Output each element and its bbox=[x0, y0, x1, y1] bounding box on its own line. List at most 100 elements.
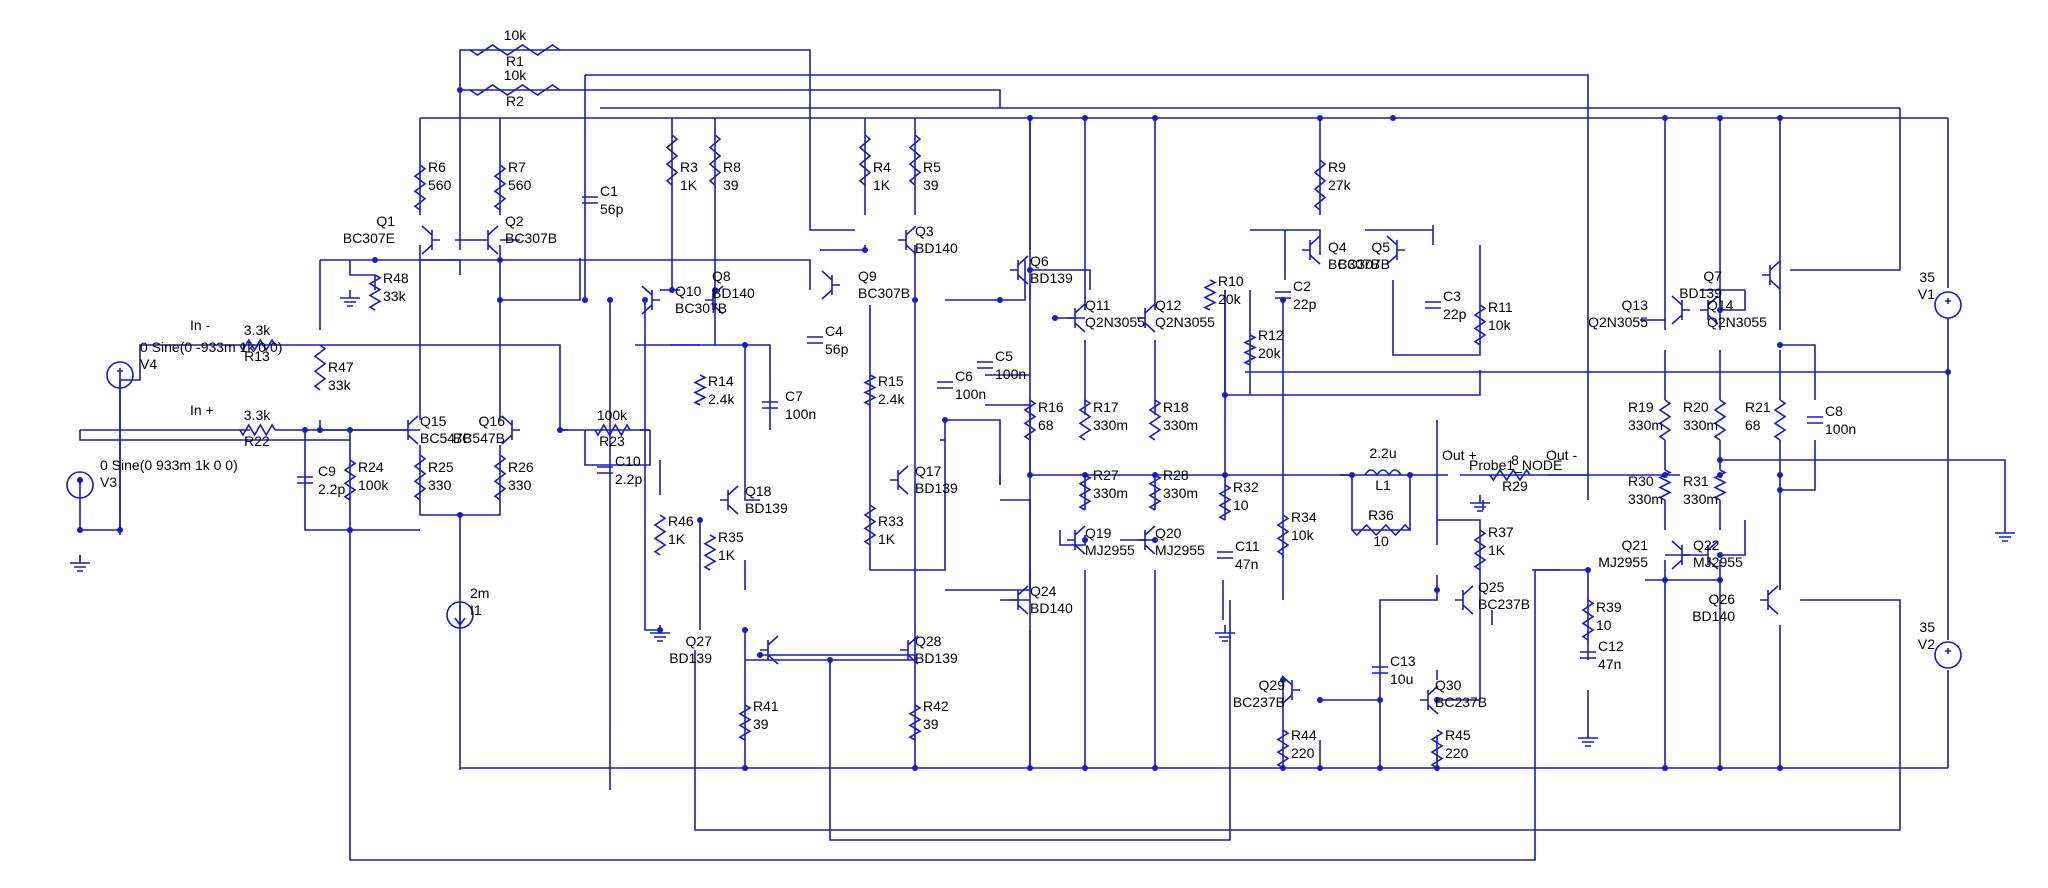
q3-name: Q3 bbox=[915, 223, 934, 239]
junction-dot bbox=[1777, 472, 1783, 478]
r20-name: R20 bbox=[1683, 399, 1709, 415]
wire bbox=[869, 305, 946, 571]
junction-dot bbox=[317, 427, 323, 433]
junction-dot bbox=[1280, 677, 1286, 683]
ground-icon bbox=[1470, 495, 1490, 512]
junction-dot bbox=[997, 297, 1003, 303]
r3-value: 1K bbox=[680, 177, 698, 193]
wire bbox=[1030, 269, 1091, 290]
junction-dot bbox=[497, 297, 503, 303]
v3-value: 0 Sine(0 933m 1k 0 0) bbox=[100, 457, 238, 473]
q13-name: Q13 bbox=[1622, 297, 1649, 313]
wire bbox=[745, 600, 1231, 841]
r13-value: 3.3k bbox=[244, 322, 271, 338]
r23-value: 100k bbox=[597, 407, 628, 423]
r41-name: R41 bbox=[753, 698, 779, 714]
r28-value: 330m bbox=[1163, 485, 1198, 501]
r33-value: 1K bbox=[878, 531, 896, 547]
r5-resistor bbox=[908, 134, 922, 186]
r46-resistor bbox=[653, 514, 667, 556]
r20-value: 330m bbox=[1683, 417, 1718, 433]
junction-dot bbox=[657, 627, 663, 633]
c8-capacitor bbox=[1807, 416, 1823, 424]
wire bbox=[79, 430, 350, 441]
r9-name: R9 bbox=[1328, 159, 1346, 175]
r8-resistor bbox=[708, 134, 722, 186]
r3-resistor bbox=[665, 134, 679, 186]
r8-value: 39 bbox=[723, 177, 739, 193]
wire bbox=[120, 344, 250, 381]
l1-value: 2.2u bbox=[1369, 445, 1396, 461]
r34-name: R34 bbox=[1291, 509, 1317, 525]
v4-source bbox=[106, 361, 134, 389]
r16-name: R16 bbox=[1038, 399, 1064, 415]
l1-inductor bbox=[1364, 469, 1402, 477]
r37-value: 1K bbox=[1488, 542, 1506, 558]
q25-transistor bbox=[1455, 585, 1474, 615]
r22-name: R22 bbox=[244, 433, 270, 449]
junction-dot bbox=[557, 427, 563, 433]
junction-dot bbox=[347, 427, 353, 433]
r15-name: R15 bbox=[878, 373, 904, 389]
r17-name: R17 bbox=[1093, 399, 1119, 415]
r23-resistor bbox=[594, 423, 631, 437]
r47-resistor bbox=[313, 344, 327, 391]
junction-dot bbox=[1027, 115, 1033, 121]
c13-capacitor bbox=[1372, 666, 1388, 674]
c5-value: 100n bbox=[995, 366, 1026, 382]
r7-value: 560 bbox=[508, 177, 532, 193]
wire bbox=[1780, 440, 1816, 491]
junction-dot bbox=[457, 87, 463, 93]
junction-dot bbox=[607, 297, 613, 303]
wire bbox=[1392, 245, 1481, 356]
junction-dot bbox=[302, 427, 308, 433]
r35-name: R35 bbox=[718, 529, 744, 545]
junction-dot bbox=[1717, 472, 1723, 478]
c4-name: C4 bbox=[825, 323, 843, 339]
r11-resistor bbox=[1473, 304, 1487, 346]
plus-icon bbox=[117, 368, 123, 374]
c1-name: C1 bbox=[600, 183, 618, 199]
q30-name: Q30 bbox=[1435, 677, 1462, 693]
q22-value: MJ2955 bbox=[1693, 554, 1743, 570]
q17-name: Q17 bbox=[915, 463, 942, 479]
r19-name: R19 bbox=[1628, 399, 1654, 415]
r36-value: 10 bbox=[1373, 533, 1389, 549]
r7-resistor bbox=[493, 164, 507, 211]
c9-name: C9 bbox=[318, 463, 336, 479]
q10-value: BC307B bbox=[675, 300, 727, 316]
q26-transistor bbox=[1760, 585, 1779, 615]
q15-value: BC547B bbox=[420, 430, 472, 446]
i1-name: I1 bbox=[470, 602, 482, 618]
r28-resistor bbox=[1148, 474, 1162, 511]
r6-name: R6 bbox=[428, 159, 446, 175]
junction-dot bbox=[1662, 765, 1668, 771]
r32-name: R32 bbox=[1233, 479, 1259, 495]
q2-transistor bbox=[480, 225, 499, 255]
junction-dot bbox=[742, 765, 748, 771]
q21-transistor bbox=[1671, 540, 1690, 570]
r32-resistor bbox=[1218, 484, 1232, 521]
c2-value: 22p bbox=[1293, 296, 1317, 312]
c7-name: C7 bbox=[785, 388, 803, 404]
junction-dot bbox=[1280, 297, 1286, 303]
r25-value: 330 bbox=[428, 477, 452, 493]
junction-dot bbox=[642, 297, 648, 303]
c8-value: 100n bbox=[1825, 421, 1856, 437]
wire bbox=[635, 344, 771, 430]
c3-value: 22p bbox=[1443, 306, 1467, 322]
r20-resistor bbox=[1713, 399, 1727, 441]
c9-capacitor bbox=[297, 476, 313, 484]
c1-value: 56p bbox=[600, 201, 624, 217]
q16-transistor bbox=[501, 415, 520, 445]
r4-name: R4 bbox=[873, 159, 891, 175]
junction-dot bbox=[372, 257, 378, 263]
wire bbox=[1224, 290, 1481, 396]
junction-dot bbox=[1717, 307, 1723, 313]
junction-dot bbox=[1945, 369, 1951, 375]
junction-dot bbox=[1407, 472, 1413, 478]
junction-dot bbox=[582, 297, 588, 303]
r31-name: R31 bbox=[1683, 473, 1709, 489]
r37-name: R37 bbox=[1488, 524, 1514, 540]
q29-transistor bbox=[1281, 675, 1300, 705]
